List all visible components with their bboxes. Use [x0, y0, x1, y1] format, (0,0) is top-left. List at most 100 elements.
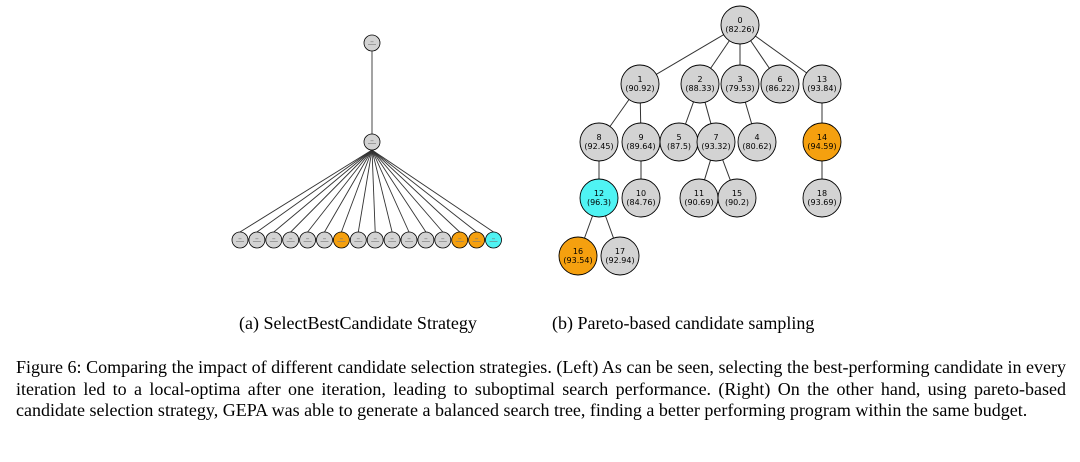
tree-b-node-11: 11(90.69): [679, 178, 719, 218]
tree-b-node-id: 13: [817, 75, 827, 84]
tree-b-node-score: (93.84): [807, 84, 836, 93]
tree-a-edge: [371, 149, 477, 233]
tree-a-leaf-node: [332, 231, 350, 249]
tree-a-leaf-node: [366, 231, 384, 249]
tree-b-node-score: (93.54): [563, 256, 592, 265]
tree-b-node-score: (93.32): [701, 142, 730, 151]
tree-a-edge: [324, 149, 373, 233]
tree-b-node-5: 5(87.5): [659, 122, 699, 162]
tree-b-node-score: (93.69): [807, 198, 836, 207]
tree-a-edge: [357, 149, 373, 233]
tree-b-node-id: 7: [713, 133, 718, 142]
tree-b-node-score: (88.33): [685, 84, 714, 93]
figure-caption: Figure 6: Comparing the impact of differ…: [16, 357, 1066, 420]
tree-b-node-3: 3(79.53): [720, 64, 760, 104]
tree-a-leaf-node: [231, 231, 249, 249]
tree-a-edge: [371, 149, 376, 233]
tree-a-leaf-node: [400, 231, 418, 249]
tree-b-node-score: (79.53): [725, 84, 754, 93]
tree-b-node-score: (80.62): [742, 142, 771, 151]
tree-b-node-9: 9(89.64): [621, 122, 661, 162]
tree-b-node-score: (96.3): [587, 198, 611, 207]
tree-b-node-score: (92.94): [605, 256, 634, 265]
tree-b-node-id: 14: [817, 133, 827, 142]
tree-a-middle-node: [363, 133, 381, 151]
tree-b-node-8: 8(92.45): [579, 122, 619, 162]
tree-b-edge: [656, 34, 724, 75]
tree-b-node-id: 1: [637, 75, 642, 84]
tree-a-leaf-node: [434, 231, 452, 249]
tree-a-edge: [371, 149, 427, 233]
tree-b-node-id: 10: [636, 189, 646, 198]
tree-a-edge: [371, 149, 444, 233]
tree-a-edge: [273, 149, 373, 233]
subcaption-b: (b) Pareto-based candidate sampling: [552, 313, 815, 333]
tree-b-edge: [744, 102, 753, 124]
tree-b-node-13: 13(93.84): [802, 64, 842, 104]
tree-b-node-id: 3: [737, 75, 742, 84]
tree-b-node-16: 16(93.54): [558, 236, 598, 276]
tree-b-edge: [710, 40, 730, 69]
tree-b-node-id: 16: [573, 247, 583, 256]
tree-b-node-score: (87.5): [667, 142, 691, 151]
tree-b-node-id: 11: [694, 189, 704, 198]
tree-a-edge: [340, 149, 373, 233]
tree-b-node-14: 14(94.59): [802, 122, 842, 162]
tree-a-edge: [256, 149, 373, 233]
tree-a-root-node: [363, 34, 381, 52]
tree-a-leaf-node: [349, 231, 367, 249]
tree-b-edge: [755, 35, 807, 74]
tree-a-leaf-node: [485, 231, 502, 249]
tree-b-edge: [604, 215, 615, 239]
tree-b-node-score: (84.76): [626, 198, 655, 207]
tree-b-node-score: (86.22): [765, 84, 794, 93]
tree-b-node-score: (90.69): [684, 198, 713, 207]
tree-a-edge: [371, 149, 461, 233]
tree-b-edge: [750, 40, 770, 69]
tree-b-node-6: 6(86.22): [760, 64, 800, 104]
tree-a-leaf-node: [451, 231, 469, 249]
tree-a-edge: [371, 149, 494, 233]
tree-a-edge: [290, 149, 373, 233]
tree-b-node-18: 18(93.69): [802, 178, 842, 218]
tree-b-node-17: 17(92.94): [600, 236, 640, 276]
tree-b-node-4: 4(80.62): [737, 122, 777, 162]
tree-a-edge: [371, 149, 393, 233]
tree-pareto-sampling: 0(82.26)1(90.92)2(88.33)3(79.53)6(86.22)…: [558, 5, 842, 276]
tree-b-edge: [704, 160, 711, 180]
tree-a-leaf-node: [282, 231, 300, 249]
tree-b-edge: [722, 159, 731, 181]
tree-b-edge: [684, 101, 695, 125]
tree-a-leaf-node: [468, 231, 486, 249]
tree-b-node-score: (82.26): [725, 25, 754, 34]
tree-a-leaf-node: [383, 231, 401, 249]
tree-b-node-id: 6: [777, 75, 782, 84]
tree-b-node-id: 9: [638, 133, 643, 142]
tree-a-leaf-node: [299, 231, 317, 249]
tree-b-node-score: (90.2): [725, 198, 749, 207]
tree-b-node-score: (94.59): [807, 142, 836, 151]
tree-b-node-0: 0(82.26): [720, 5, 760, 45]
tree-b-edge: [704, 102, 712, 124]
tree-b-node-id: 18: [817, 189, 827, 198]
tree-b-node-2: 2(88.33): [680, 64, 720, 104]
tree-b-node-score: (92.45): [584, 142, 613, 151]
tree-select-best-candidate: [231, 34, 502, 249]
tree-b-node-score: (89.64): [626, 142, 655, 151]
tree-b-node-12: 12(96.3): [579, 178, 619, 218]
tree-b-edge: [609, 99, 630, 127]
tree-a-leaf-node: [316, 231, 333, 249]
subcaption-a: (a) SelectBestCandidate Strategy: [239, 313, 477, 333]
tree-b-node-id: 0: [737, 16, 742, 25]
tree-b-node-id: 17: [615, 247, 625, 256]
tree-b-node-id: 2: [697, 75, 702, 84]
tree-a-edge: [239, 149, 373, 233]
tree-b-node-score: (90.92): [625, 84, 654, 93]
tree-b-node-1: 1(90.92): [620, 64, 660, 104]
tree-b-node-15: 15(90.2): [717, 178, 757, 218]
tree-b-node-id: 8: [596, 133, 601, 142]
tree-b-node-id: 5: [676, 133, 681, 142]
tree-b-edge: [583, 215, 594, 239]
tree-a-edge: [371, 149, 410, 233]
